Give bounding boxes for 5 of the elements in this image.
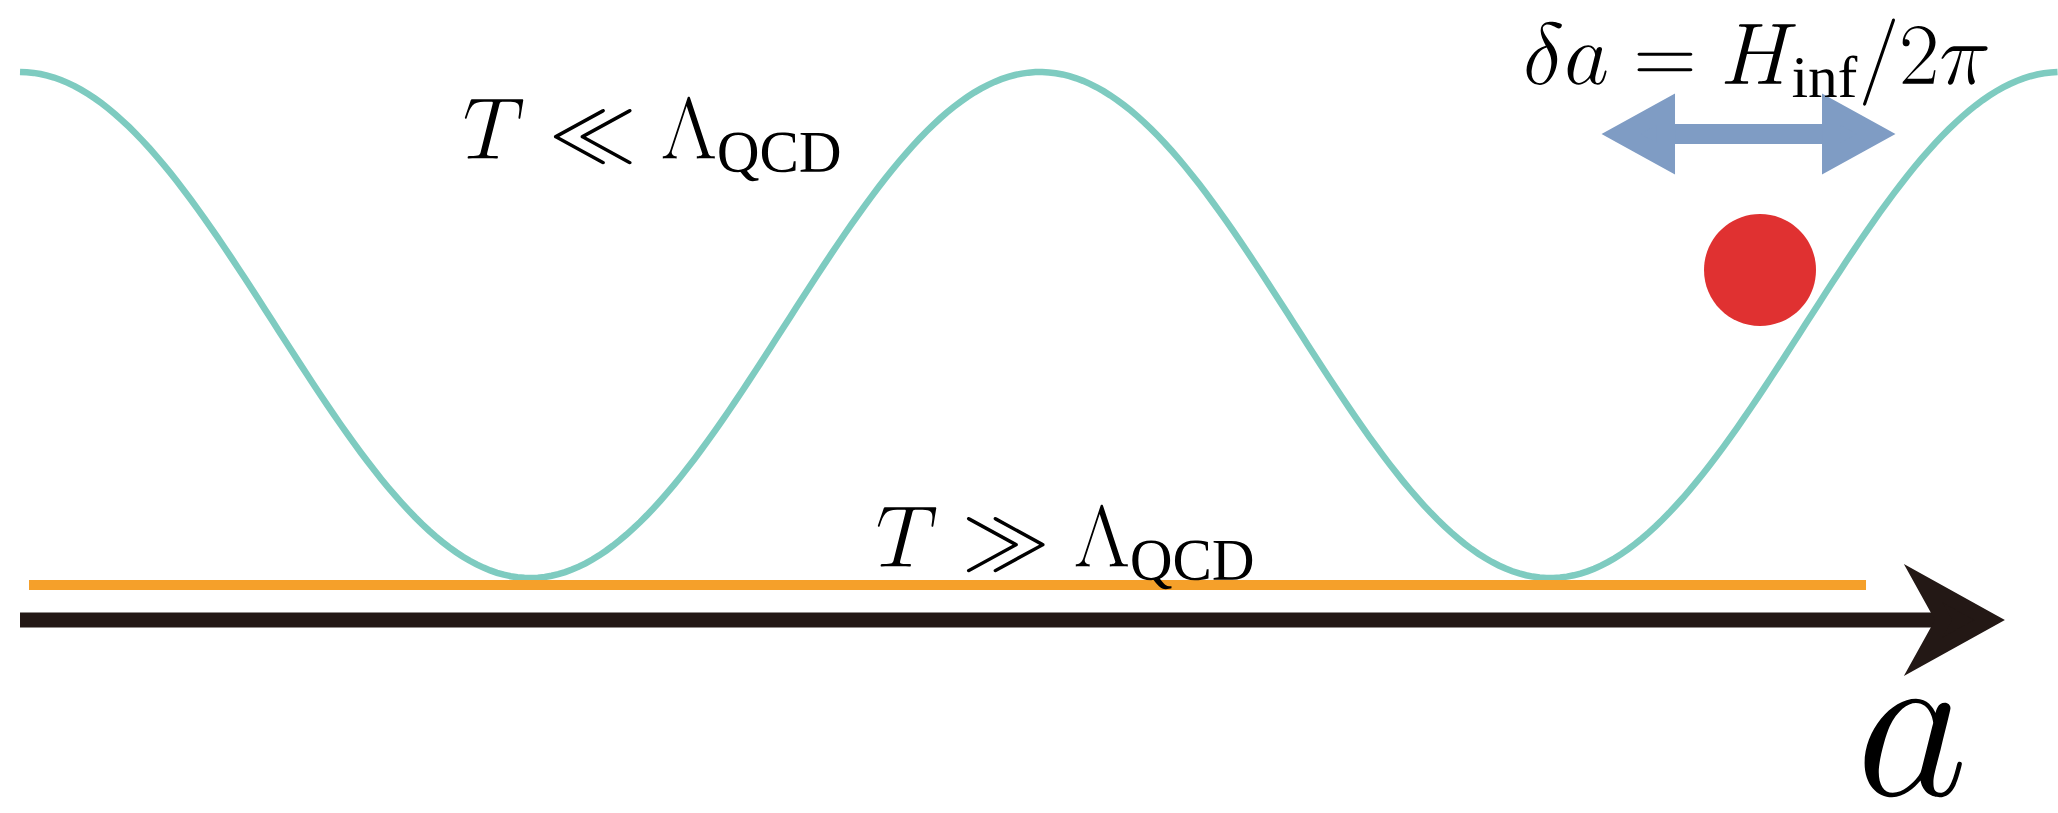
formula-label: $\delta a = H_{\mathrm{inf}}/2\pi$	[1526, 18, 1988, 106]
axis-label: $a$	[1864, 698, 1962, 798]
ball	[1704, 214, 1816, 326]
formula-label: $T \gg \Lambda_{\mathrm{QCD}}$	[877, 504, 1253, 590]
formula-label: $T \ll \Lambda_{\mathrm{QCD}}$	[464, 96, 840, 182]
